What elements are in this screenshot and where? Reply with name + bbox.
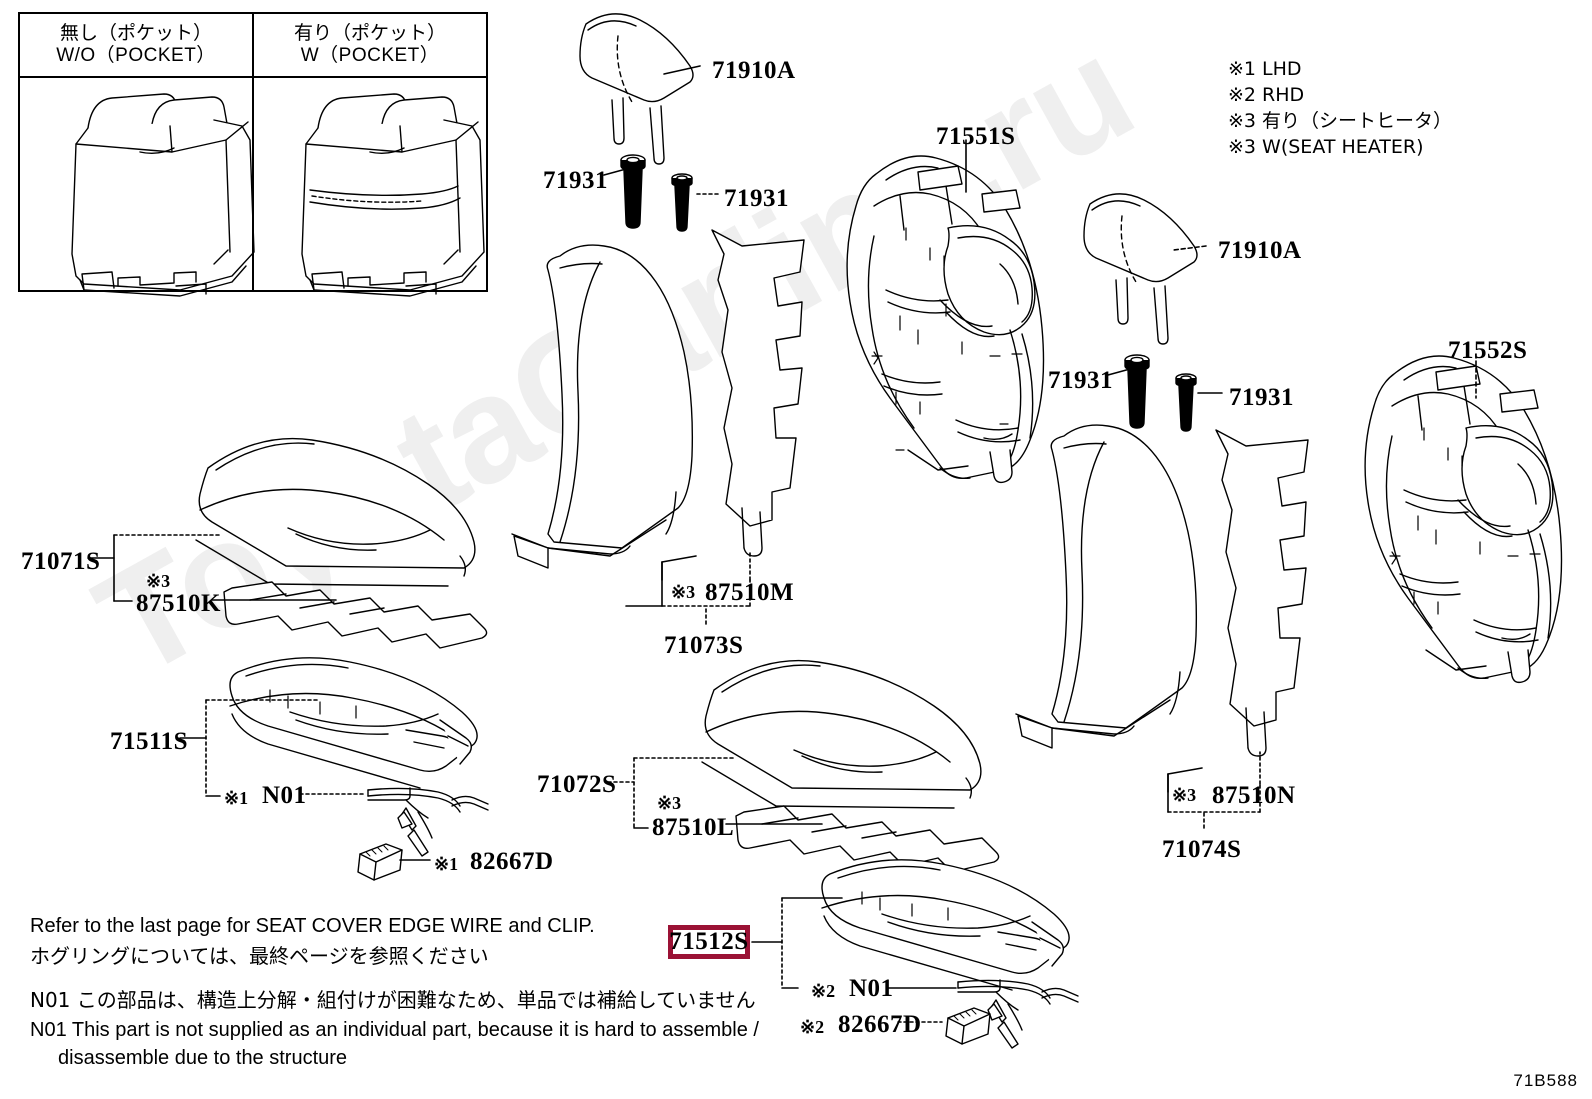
- legend-without-pocket-en: W/O（POCKET）: [56, 45, 216, 66]
- mark-87510K: ※3: [146, 571, 171, 591]
- mark-87510L: ※3: [657, 793, 682, 813]
- pocket-variant-legend-table: 無し（ポケット） W/O（POCKET） 有り（ポケット） W（POCKET）: [18, 12, 488, 292]
- part-label-87510M[interactable]: 87510M: [705, 579, 795, 606]
- part-label-71073S[interactable]: 71073S: [664, 632, 744, 659]
- highlighted-part-71512S[interactable]: 71512S: [668, 925, 750, 959]
- mark-82667d-bottom: ※2: [800, 1017, 825, 1037]
- highlighted-part-number: 71512S: [669, 928, 749, 955]
- part-label-82667D-bottom[interactable]: 82667D: [838, 1011, 922, 1038]
- part-label-71071S[interactable]: 71071S: [21, 548, 101, 575]
- footer-n01-jp: N01 この部品は、構造上分解・組付けが困難なため、単品では補給していません: [30, 988, 756, 1012]
- part-label-87510N[interactable]: 87510N: [1212, 782, 1296, 809]
- legend-col-without-pocket-header: 無し（ポケット） W/O（POCKET）: [20, 14, 254, 76]
- mark-87510N: ※3: [1172, 785, 1197, 805]
- part-label-71552S[interactable]: 71552S: [1448, 337, 1528, 364]
- part-label-71072S[interactable]: 71072S: [537, 771, 617, 798]
- legend-with-pocket-jp: 有り（ポケット）: [293, 22, 446, 45]
- footer-n01-en-2: disassemble due to the structure: [58, 1047, 348, 1069]
- page-code: 71B588: [1513, 1071, 1578, 1090]
- mark-n01-left: ※1: [224, 788, 249, 808]
- part-label-87510L[interactable]: 87510L: [652, 814, 735, 841]
- part-label-71931-a[interactable]: 71931: [543, 167, 608, 194]
- footer-refer-en: Refer to the last page for SEAT COVER ED…: [30, 915, 595, 937]
- part-label-71931-b[interactable]: 71931: [724, 185, 789, 212]
- part-label-82667D-left[interactable]: 82667D: [470, 848, 554, 875]
- legend-with-pocket-en: W（POCKET）: [300, 45, 440, 66]
- legend-col-with-pocket-header: 有り（ポケット） W（POCKET）: [254, 14, 486, 76]
- part-label-71074S[interactable]: 71074S: [1162, 836, 1242, 863]
- mark-n01-bottom: ※2: [811, 981, 836, 1001]
- part-label-n01-left[interactable]: N01: [262, 782, 307, 809]
- mark-82667d-left: ※1: [434, 854, 459, 874]
- part-label-71910A-left[interactable]: 71910A: [712, 57, 796, 84]
- footer-refer-jp: ホグリングについては、最終ページを参照ください: [30, 944, 489, 968]
- legend-header-row: 無し（ポケット） W/O（POCKET） 有り（ポケット） W（POCKET）: [20, 14, 486, 78]
- reference-note-rhd: ※2 RHD: [1228, 84, 1305, 106]
- part-label-71910A-right[interactable]: 71910A: [1218, 237, 1302, 264]
- part-label-71511S[interactable]: 71511S: [110, 728, 189, 755]
- reference-note-seat-heater-en: ※3 W(SEAT HEATER): [1228, 136, 1424, 158]
- reference-note-seat-heater-jp: ※3 有り（シートヒータ）: [1228, 110, 1453, 132]
- part-label-87510K[interactable]: 87510K: [136, 590, 221, 617]
- legend-without-pocket-jp: 無し（ポケット）: [59, 22, 212, 45]
- part-label-71931-d[interactable]: 71931: [1229, 384, 1294, 411]
- mark-87510M: ※3: [671, 582, 696, 602]
- reference-note-lhd: ※1 LHD: [1228, 58, 1302, 80]
- part-label-71931-c[interactable]: 71931: [1048, 367, 1113, 394]
- footer-n01-en-1: N01 This part is not supplied as an indi…: [30, 1019, 759, 1041]
- part-label-n01-bottom[interactable]: N01: [849, 975, 894, 1002]
- part-label-71551S[interactable]: 71551S: [936, 123, 1016, 150]
